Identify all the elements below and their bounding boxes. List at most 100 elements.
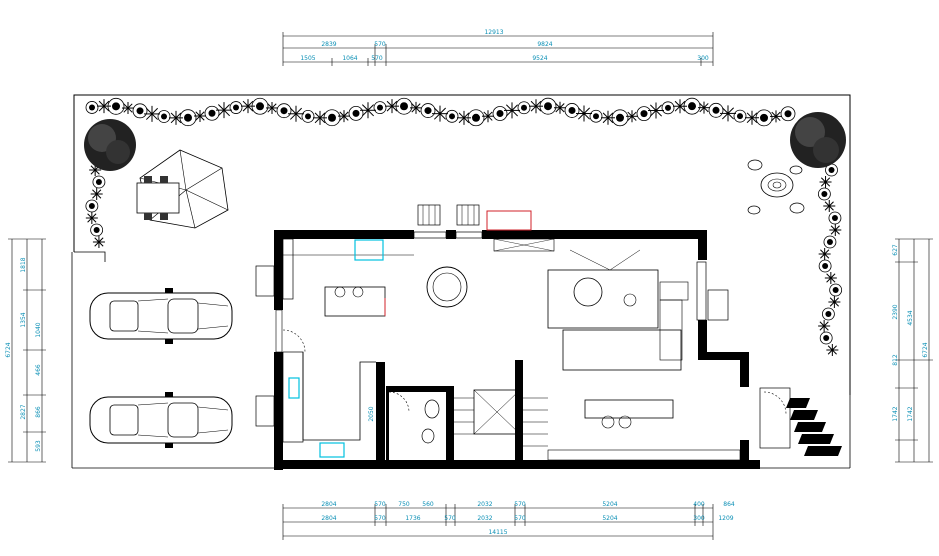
dim-bottom-row1-f: 570 xyxy=(514,501,526,508)
shrub xyxy=(385,99,399,114)
dim-bottom-row2-f: 570 xyxy=(514,515,526,522)
dim-right-total: 6724 xyxy=(922,342,929,357)
shrub xyxy=(817,187,831,201)
shrub xyxy=(819,331,833,345)
shrub xyxy=(829,283,843,297)
dim-bottom-row1-h: 400 xyxy=(693,501,705,508)
dim-right-seg-6: 1742 xyxy=(907,406,914,421)
shrub xyxy=(564,103,580,118)
shrub xyxy=(636,106,652,122)
dim-top-row2-d: 9524 xyxy=(532,55,547,62)
shrub xyxy=(611,109,629,127)
parked-car-lower xyxy=(89,392,233,448)
shrub xyxy=(276,103,292,119)
shrub xyxy=(301,110,315,123)
dim-bottom-row1-i: 864 xyxy=(723,501,735,508)
shrub xyxy=(420,103,436,118)
shrub xyxy=(780,106,796,122)
shrub xyxy=(829,224,842,236)
shrub xyxy=(482,110,494,123)
shrub xyxy=(554,101,566,114)
dim-bottom-row1-e: 2032 xyxy=(477,501,492,508)
shrub xyxy=(241,99,255,114)
shrub xyxy=(828,211,842,225)
shrub xyxy=(823,200,836,212)
dim-left-seg-6: 1040 xyxy=(35,322,42,337)
dim-top-row2-a: 1505 xyxy=(300,55,315,62)
dim-bottom-row1-g: 5204 xyxy=(602,501,617,508)
shrub xyxy=(204,105,220,121)
shrub xyxy=(576,105,592,122)
dim-bottom-row1-a: 2804 xyxy=(321,501,336,508)
interior-partitions xyxy=(282,238,842,461)
shrub xyxy=(770,110,782,123)
shrub xyxy=(92,236,105,248)
dim-top-row1-a: 2839 xyxy=(321,41,336,48)
dim-left-seg-3: 2827 xyxy=(20,404,27,419)
dim-left-seg-5: 466 xyxy=(35,364,42,376)
dim-bottom-row1-c: 750 xyxy=(398,501,410,508)
shrub xyxy=(410,101,422,114)
shrub xyxy=(432,105,448,122)
shrub xyxy=(360,102,376,119)
shrub xyxy=(90,223,104,237)
dim-left-seg-1: 1818 xyxy=(20,257,27,272)
dim-right-seg-2: 2390 xyxy=(892,304,899,319)
shrub xyxy=(601,110,615,125)
shrub xyxy=(266,101,278,114)
ac-units xyxy=(255,204,729,427)
tree-right xyxy=(790,112,846,168)
dim-left-seg-2: 1354 xyxy=(20,312,27,327)
shrub xyxy=(818,320,831,332)
tree-left xyxy=(84,119,136,171)
top-dimension-lines: 12913 2839 570 9824 1505 1064 570 9524 3… xyxy=(282,29,714,66)
dim-top-total: 12913 xyxy=(484,29,503,36)
shrub xyxy=(824,272,837,284)
shrub xyxy=(818,259,832,273)
shrub xyxy=(395,97,413,115)
shrub xyxy=(698,101,710,114)
shrub xyxy=(85,212,98,224)
shrub xyxy=(157,110,171,123)
dim-bottom-total: 14115 xyxy=(488,529,507,536)
shrub xyxy=(457,110,471,125)
dim-top-row2-c: 570 xyxy=(371,55,383,62)
dim-top-row2-b: 1064 xyxy=(342,55,357,62)
shrub xyxy=(821,307,835,321)
dim-bottom-row1-b: 570 xyxy=(374,501,386,508)
shrub xyxy=(122,102,134,115)
shrub xyxy=(648,102,664,119)
bottom-dimension-lines: 2804 570 750 560 2032 570 5204 400 864 2… xyxy=(282,501,735,540)
shrub xyxy=(720,105,736,122)
shrub xyxy=(288,105,304,122)
dim-right-seg-1: 627 xyxy=(892,244,899,256)
shrub xyxy=(194,109,206,122)
dim-bottom-row2-e: 2032 xyxy=(477,515,492,522)
shrub xyxy=(251,97,269,115)
shrub xyxy=(445,109,459,123)
dim-corridor: 2050 xyxy=(368,406,375,421)
dim-bottom-row2-b: 570 xyxy=(374,515,386,522)
dim-left-total: 6724 xyxy=(5,342,12,357)
site-boundary xyxy=(71,94,851,469)
dim-left-seg-7: 866 xyxy=(35,406,42,418)
shrub xyxy=(826,344,839,356)
shrub xyxy=(626,110,638,123)
shrub xyxy=(85,199,99,213)
shrub xyxy=(467,109,485,127)
dim-top-row2-e: 300 xyxy=(697,55,709,62)
shrub xyxy=(823,235,837,249)
shrub xyxy=(539,97,557,115)
shrub xyxy=(492,106,508,121)
patio-umbrella xyxy=(136,149,229,229)
dim-bottom-row2-c: 1736 xyxy=(405,515,420,522)
shrub xyxy=(229,101,243,114)
dim-right-seg-5: 1742 xyxy=(892,406,899,421)
right-dimension-lines: 627 2390 4534 812 1742 1742 6724 xyxy=(892,238,933,463)
shrub xyxy=(517,101,531,115)
shrub xyxy=(216,102,232,119)
shrub xyxy=(733,109,747,123)
shrub xyxy=(818,248,831,260)
shrub xyxy=(132,103,148,119)
